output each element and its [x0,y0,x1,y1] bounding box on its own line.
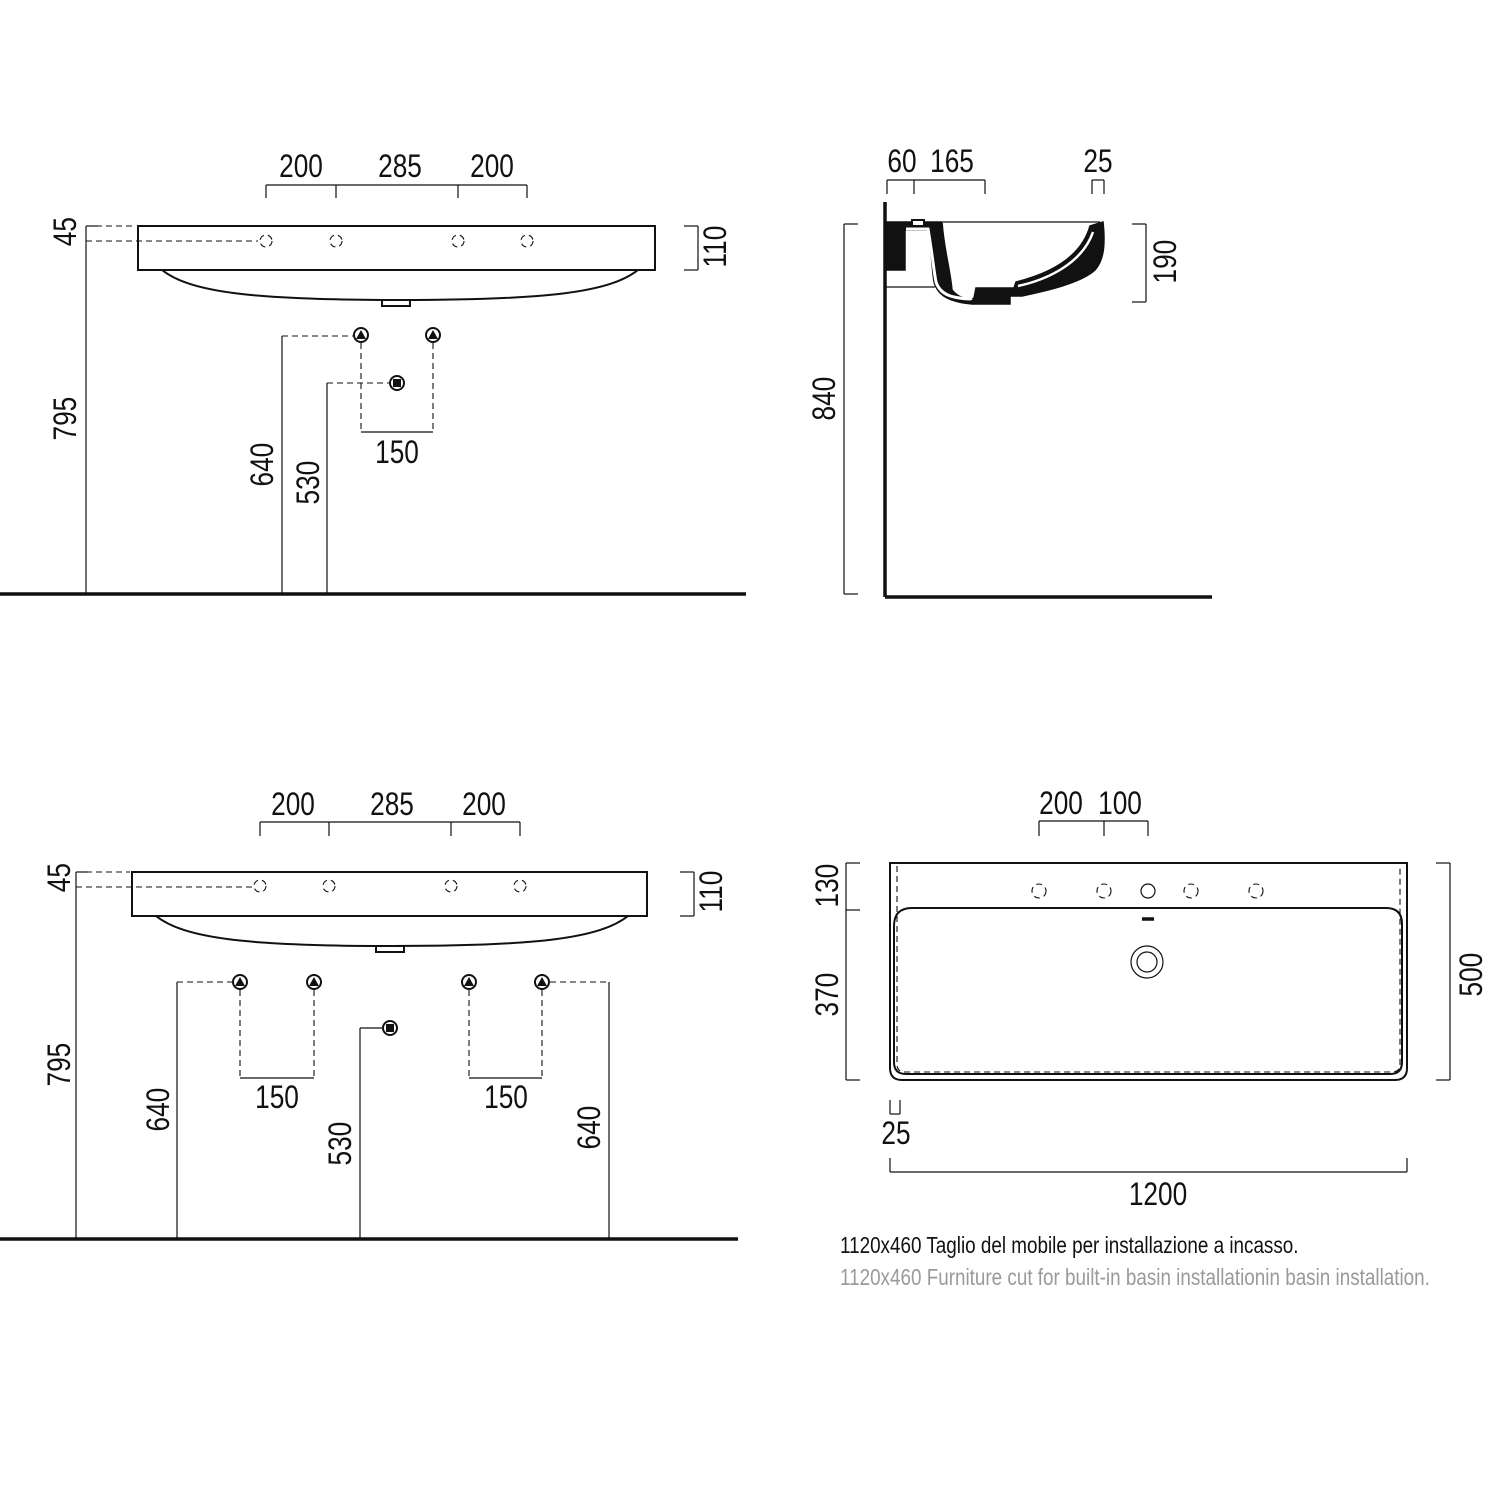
dim-plan-top-2: 100 [1098,787,1142,822]
dim-supply-height-right: 640 [573,1106,608,1150]
dim-plan-rim-offset: 25 [881,1117,910,1152]
dim-double-top-1: 200 [271,788,315,823]
dim-plan-depth: 500 [1455,953,1490,997]
basin-rim [137,225,656,271]
dim-top-3: 200 [470,150,514,185]
dim-supply-height-left: 640 [142,1088,177,1132]
dim-supply-spacing-right: 150 [484,1081,528,1116]
dim-double-overall-height: 795 [43,1043,78,1087]
supply-connections-left [232,974,322,990]
drain-outlet-double [375,945,405,953]
basin-section [885,221,1105,305]
dim-double-right-height: 110 [695,871,730,913]
drain-outlet [381,299,411,307]
front-view-single: 200 285 200 45 795 110 150 640 [0,150,746,596]
caption-italian: 1120x460 Taglio del mobile per installaz… [840,1232,1299,1258]
side-view: 60 165 25 840 190 [808,145,1212,599]
dim-top-1: 200 [279,150,323,185]
dim-plan-top-1: 200 [1039,787,1083,822]
dim-supply-spacing-left: 150 [255,1081,299,1116]
supply-connections [353,327,441,343]
dim-side-basin-height: 190 [1149,240,1184,284]
dim-plan-overall-width: 1200 [1129,1178,1187,1213]
dim-side-overall-height: 840 [808,377,843,421]
caption-english: 1120x460 Furniture cut for built-in basi… [840,1264,1430,1290]
dim-side-top-2: 165 [930,145,974,180]
dim-side-top-3: 25 [1083,145,1112,180]
bowl-outline-plan [893,907,1403,1075]
tap-holes-double [253,879,527,893]
dim-drain-height: 530 [292,461,327,505]
basin-bowl-profile-double [155,915,629,948]
dim-plan-left-lower: 370 [811,973,846,1017]
dim-supply-spacing: 150 [375,436,419,471]
supply-connections-right [461,974,550,990]
basin-rim-double [131,871,648,917]
tap-holes [259,234,534,248]
drain-connection-double [382,1020,398,1036]
dim-left-top: 45 [49,217,84,246]
plan-view: 200 100 130 370 500 25 1200 [811,787,1490,1213]
tap-holes-plan [1031,883,1264,899]
drain-plan [1130,945,1164,979]
dim-top-2: 285 [378,150,422,185]
front-view-double: 200 285 200 45 795 110 150 640 [0,788,738,1241]
dim-supply-height: 640 [246,443,281,487]
dim-double-left-top: 45 [43,863,78,892]
dim-right-height: 110 [699,226,734,268]
dim-overall-height: 795 [49,397,84,441]
dim-double-top-2: 285 [370,788,414,823]
dim-side-top-1: 60 [887,145,916,180]
dim-plan-left-upper: 130 [811,864,846,908]
basin-bowl-profile [161,269,639,302]
drain-connection [389,375,405,391]
dim-double-top-3: 200 [462,788,506,823]
dim-drain-height-double: 530 [324,1122,359,1166]
cut-outline-plan [896,866,1401,1073]
